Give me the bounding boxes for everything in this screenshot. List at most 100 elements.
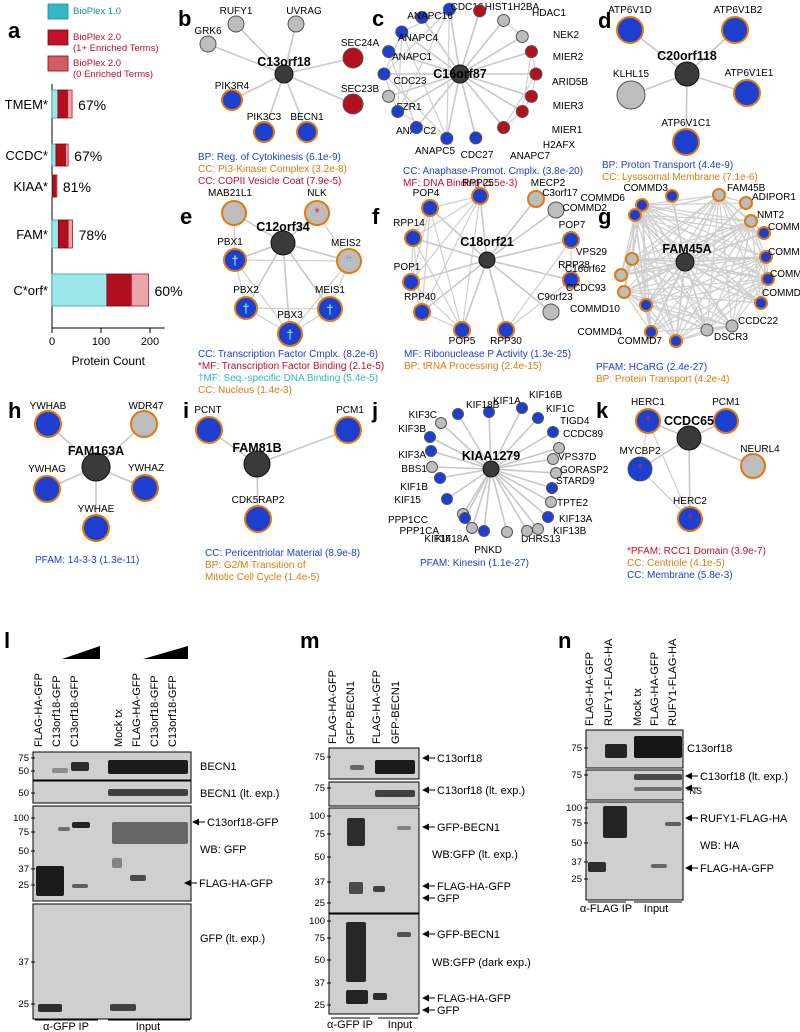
- enrichment-annotation: †MF: Seq.-specific DNA Binding (5.4e-5): [198, 373, 378, 384]
- hub-node: [482, 460, 500, 478]
- node-ARID5B: [529, 67, 543, 81]
- enrichment-annotation: Mitotic Cell Cycle (1.4e-5): [205, 572, 319, 583]
- node-label: CDC27: [461, 150, 494, 161]
- node-MAB21L1: [221, 200, 247, 226]
- mw-marker: 50: [314, 955, 325, 966]
- node-MIER3: [524, 89, 538, 103]
- blot-strip: [585, 801, 684, 901]
- node-label: ATP6V1C1: [661, 118, 711, 129]
- band-arrow: [685, 864, 692, 872]
- strip-label: BECN1 (lt. exp.): [200, 788, 279, 800]
- node-label: KIF13A: [559, 514, 593, 525]
- node-NEK2: [515, 30, 529, 44]
- node-HIST1H2BA: [473, 4, 487, 18]
- band-label: FLAG-HA-GFP: [437, 993, 511, 1005]
- node-VPS29: [625, 252, 639, 266]
- lane-label: FLAG-HA-GFP: [371, 670, 383, 744]
- edge: [431, 466, 492, 470]
- node-HERC2: [677, 506, 703, 532]
- enrichment-annotation: CC: COPII Vesicle Coat (7.9e-5): [198, 176, 341, 187]
- edge: [486, 198, 537, 261]
- node-KIF14: [466, 522, 478, 534]
- node-label: POP1: [394, 262, 421, 273]
- node-DHRS13: [501, 526, 513, 538]
- node-NEURL4: [740, 453, 766, 479]
- node-label: CCDC22: [738, 316, 778, 327]
- panel-letter-f: f: [372, 204, 380, 229]
- node-GRK6: [199, 35, 217, 53]
- node-label: COMMD6: [581, 193, 626, 204]
- node-YWHAZ: [131, 474, 159, 502]
- dagger-mark: †: [231, 253, 238, 268]
- edge: [256, 429, 349, 465]
- node-label: PCM1: [712, 397, 740, 408]
- node-label: CCDC93: [566, 283, 606, 294]
- mw-marker: 50: [18, 846, 29, 857]
- legend-sublabel: (1+ Enriched Terms): [73, 43, 159, 54]
- lane-label: GFP-BECN1: [390, 681, 402, 744]
- node-label: KIF1B: [400, 482, 428, 493]
- node-label: GORASP2: [560, 465, 609, 476]
- bar-CCDC-1: [55, 143, 67, 167]
- input-label: Input: [388, 1019, 412, 1031]
- edge: [245, 307, 331, 310]
- node-PCNT: [195, 416, 223, 444]
- edge: [688, 437, 691, 520]
- node-POP1: [402, 273, 420, 291]
- mw-marker: 37: [571, 857, 582, 868]
- edge: [641, 204, 767, 258]
- lane-label: C13orf18-GFP: [69, 675, 81, 747]
- edge: [631, 194, 720, 260]
- edge: [207, 43, 285, 75]
- node-FAM45B: [712, 188, 726, 202]
- enrichment-annotation: CC: Transcription Factor Cmplx. (8.2e-6): [198, 349, 378, 360]
- category-label: KIAA*: [13, 179, 48, 194]
- edge: [486, 239, 572, 261]
- band: [588, 862, 606, 872]
- band-label: GFP-BECN1: [437, 929, 500, 941]
- node-COMMD3: [665, 189, 679, 203]
- node-label: H2AFX: [543, 140, 576, 151]
- edge: [631, 256, 767, 260]
- node-label: MECP2: [531, 178, 566, 189]
- node-label: CDC23: [394, 76, 427, 87]
- mw-marker: 50: [314, 852, 325, 863]
- node-KIF1B: [434, 472, 446, 484]
- edge: [641, 204, 762, 304]
- hub-label: C16orf87: [433, 67, 487, 81]
- band-label: C13orf18-GFP: [207, 817, 279, 829]
- star-mark: *: [637, 461, 642, 476]
- edge: [421, 195, 481, 313]
- node-COMMD7: [669, 334, 683, 348]
- edge: [283, 73, 354, 105]
- strip-label: C13orf18 (lt. exp.): [437, 785, 525, 797]
- band: [375, 760, 415, 774]
- mw-marker: 75: [571, 770, 582, 781]
- ns-label: *NS: [686, 786, 702, 796]
- band-arrow: [422, 754, 429, 762]
- edge: [479, 195, 488, 261]
- node-label: KIF14: [424, 534, 451, 545]
- node-MIER1: [515, 104, 529, 118]
- node-ANAPC2: [391, 104, 405, 118]
- node-RPP30: [497, 321, 515, 339]
- edge: [647, 420, 691, 520]
- panel-letter-c: c: [372, 6, 384, 31]
- mw-marker: 50: [571, 838, 582, 849]
- node-label: RUFY1: [220, 6, 253, 17]
- edge: [490, 458, 554, 470]
- category-label: TMEM*: [5, 97, 48, 112]
- band: [375, 790, 415, 797]
- edge: [234, 259, 350, 262]
- band-arrow: [184, 879, 191, 887]
- node-label: C16orf62: [565, 264, 607, 275]
- node-label: RPP38: [558, 260, 590, 271]
- percent-label: 60%: [155, 283, 183, 299]
- edge: [650, 256, 767, 333]
- edge: [234, 259, 291, 335]
- edge: [282, 242, 291, 335]
- node-KIF18A: [478, 525, 490, 537]
- lane-label: FLAG-HA-GFP: [584, 652, 596, 726]
